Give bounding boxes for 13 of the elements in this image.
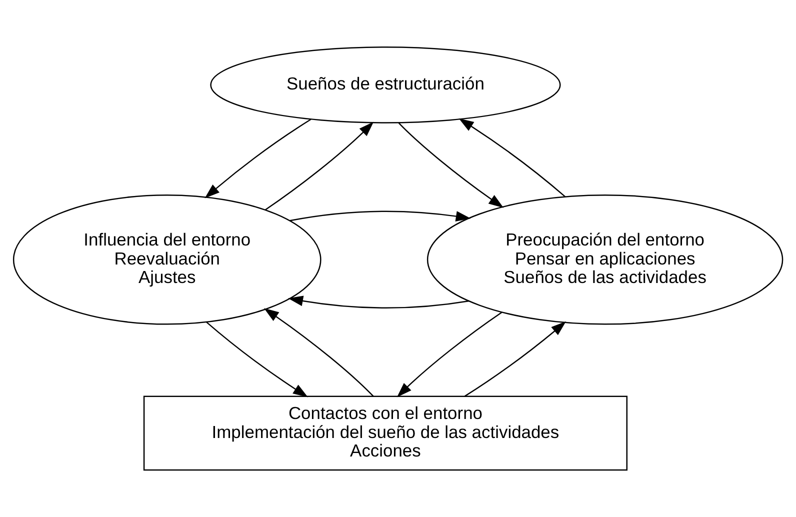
node-box: Contactos con el entorno Implementación del sueño de las actividades Acciones xyxy=(143,396,628,471)
arrow xyxy=(290,210,471,222)
arrow xyxy=(464,321,566,397)
arrow xyxy=(265,122,374,210)
node-ellipse: Influencia del entorno Reevaluación Ajustes xyxy=(12,194,322,325)
node-ellipse: Sueños de estructuración xyxy=(210,46,561,124)
arrow xyxy=(398,122,504,208)
arrow xyxy=(264,308,374,397)
arrow xyxy=(396,312,502,398)
arrow xyxy=(458,118,566,198)
arrow xyxy=(288,296,470,309)
arrow xyxy=(204,118,312,198)
arrow xyxy=(206,322,308,398)
